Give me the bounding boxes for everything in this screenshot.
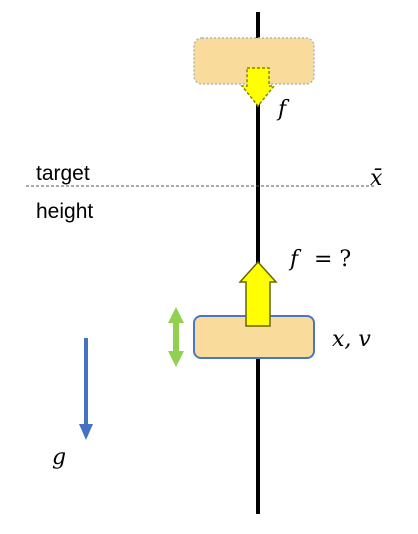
gravity-label: g <box>52 445 66 470</box>
green-double-arrow-shape <box>168 307 184 367</box>
velocity-double-arrow <box>168 307 184 367</box>
target-box-ghost <box>193 37 315 85</box>
gravity-arrow-head <box>79 424 93 440</box>
force-down-arrow <box>240 67 276 108</box>
force-top-label: f <box>276 97 290 122</box>
force-up-arrow <box>238 260 278 327</box>
target-label-line2: height <box>36 200 93 223</box>
target-symbol-label: x̄ <box>370 166 383 191</box>
gravity-arrow <box>79 338 93 440</box>
force-question-var: f <box>288 247 302 272</box>
force-question-eq: = ? <box>314 247 351 272</box>
state-label: x, v <box>332 327 371 352</box>
target-label-line1: target <box>36 162 90 185</box>
